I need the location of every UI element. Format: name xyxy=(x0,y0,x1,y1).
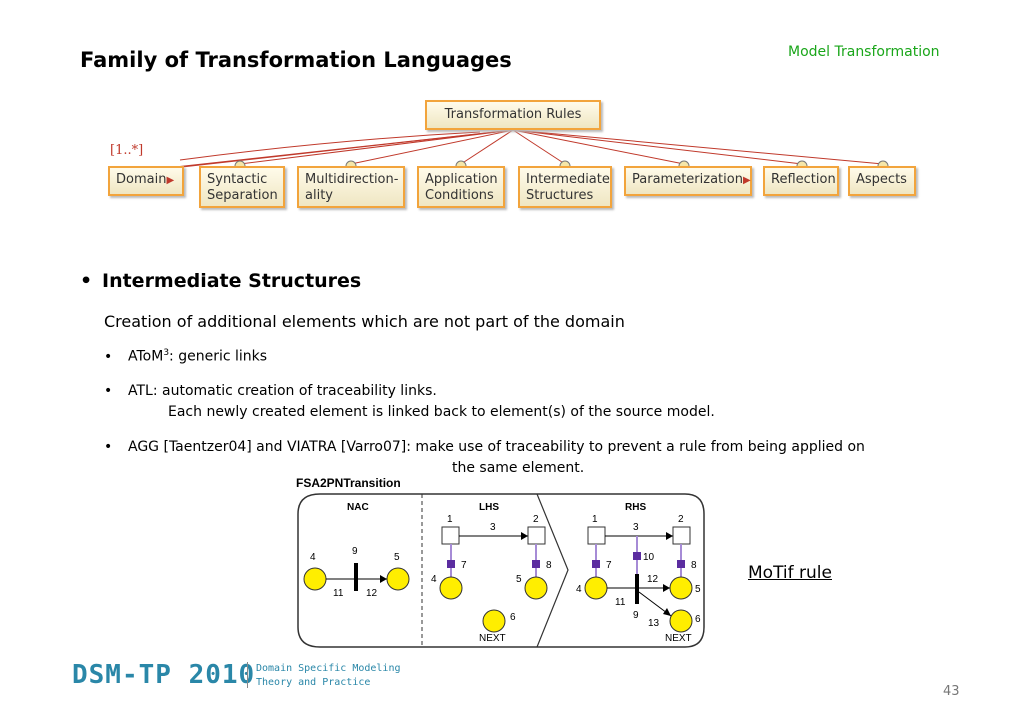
feature-root: Transformation Rules xyxy=(425,100,601,130)
agg-text: AGG [Taentzer04] and VIATRA [Varro07]: m… xyxy=(128,439,865,455)
label: 3 xyxy=(633,522,639,533)
logo-divider xyxy=(247,662,248,688)
atl-text: ATL: automatic creation of traceability … xyxy=(128,383,437,399)
feature-label: Syntactic Separation xyxy=(207,172,278,203)
feature-aspects: Aspects xyxy=(848,166,916,196)
label: 13 xyxy=(648,618,660,629)
feature-label: Intermediate Structures xyxy=(526,172,610,203)
label: 9 xyxy=(633,610,639,621)
motif-rule-link[interactable]: MoTif rule xyxy=(748,563,832,583)
label: NEXT xyxy=(665,633,692,644)
bullet-dot: • xyxy=(80,270,93,292)
bullet-description: Creation of additional elements which ar… xyxy=(104,312,625,331)
bullet-title: Intermediate Structures xyxy=(102,270,362,292)
label: 1 xyxy=(592,514,598,525)
rhs-label: RHS xyxy=(625,502,646,513)
multiplicity-label: [1..*] xyxy=(110,143,144,158)
expand-arrow-icon: ▶ xyxy=(166,175,175,186)
label: 10 xyxy=(643,552,655,563)
label: 2 xyxy=(533,514,539,525)
feature-domain: Domain▶ xyxy=(108,166,184,196)
label: NEXT xyxy=(479,633,506,644)
sub-bullet-agg-cont: the same element. xyxy=(452,460,585,476)
label: 4 xyxy=(431,574,437,585)
sub-bullet-atl-cont: Each newly created element is linked bac… xyxy=(168,404,715,420)
label: 2 xyxy=(678,514,684,525)
label: 8 xyxy=(546,560,552,571)
atom-superscript: 3 xyxy=(163,348,170,358)
lhs-rhs-separator xyxy=(536,493,569,648)
dsm-tp-logo: DSM-TP 2010 xyxy=(72,660,256,690)
label: 3 xyxy=(490,522,496,533)
feature-label: Multidirection- ality xyxy=(305,172,399,203)
slide-title: Family of Transformation Languages xyxy=(80,48,512,72)
label: 12 xyxy=(366,588,378,599)
diagram-title: FSA2PNTransition xyxy=(296,476,401,490)
diagram-frame xyxy=(297,493,705,648)
feature-application-conditions: Application Conditions xyxy=(417,166,505,208)
motif-rule-diagram: FSA2PNTransition NAC LHS RHS 4 9 5 11 12… xyxy=(296,476,705,648)
label: 9 xyxy=(352,546,358,557)
label: 6 xyxy=(695,614,701,625)
page-number: 43 xyxy=(943,684,960,699)
label: 6 xyxy=(510,612,516,623)
feature-reflection: Reflection xyxy=(763,166,839,196)
expand-arrow-icon: ▶ xyxy=(742,175,751,186)
feature-label: Application Conditions xyxy=(425,172,498,203)
sub-bullet-atl: •ATL: automatic creation of traceability… xyxy=(104,383,437,399)
nac-label: NAC xyxy=(347,502,369,513)
feature-label: Reflection xyxy=(771,172,836,187)
lhs-label: LHS xyxy=(479,502,499,513)
label: 11 xyxy=(333,588,344,599)
label: 1 xyxy=(447,514,453,525)
feature-multidirectionality: Multidirection- ality xyxy=(297,166,405,208)
logo-subtitle-1: Domain Specific Modeling xyxy=(256,663,401,674)
atom-label: AToM xyxy=(128,348,164,365)
feature-parameterization: Parameterization▶ xyxy=(624,166,752,196)
feature-label: Parameterization xyxy=(632,172,743,187)
label: 4 xyxy=(576,584,582,595)
logo-subtitle-2: Theory and Practice xyxy=(256,677,371,688)
label: 7 xyxy=(461,560,467,571)
feature-label: Aspects xyxy=(856,172,907,187)
feature-syntactic-separation: Syntactic Separation xyxy=(199,166,285,208)
sub-bullet-agg: •AGG [Taentzer04] and VIATRA [Varro07]: … xyxy=(104,439,865,455)
label: 11 xyxy=(615,597,626,608)
feature-intermediate-structures: Intermediate Structures xyxy=(518,166,612,208)
label: 5 xyxy=(695,584,701,595)
label: 7 xyxy=(606,560,612,571)
label: 12 xyxy=(647,574,659,585)
slide-topic: Model Transformation xyxy=(788,44,940,60)
atom-text: : generic links xyxy=(169,348,268,365)
label: 5 xyxy=(394,552,400,563)
label: 8 xyxy=(691,560,697,571)
sub-bullet-atom3: •AToM3: generic links xyxy=(104,348,268,365)
bullet-heading: • Intermediate Structures xyxy=(80,270,361,292)
feature-label: Domain xyxy=(116,172,167,187)
label: 4 xyxy=(310,552,316,563)
label: 5 xyxy=(516,574,522,585)
